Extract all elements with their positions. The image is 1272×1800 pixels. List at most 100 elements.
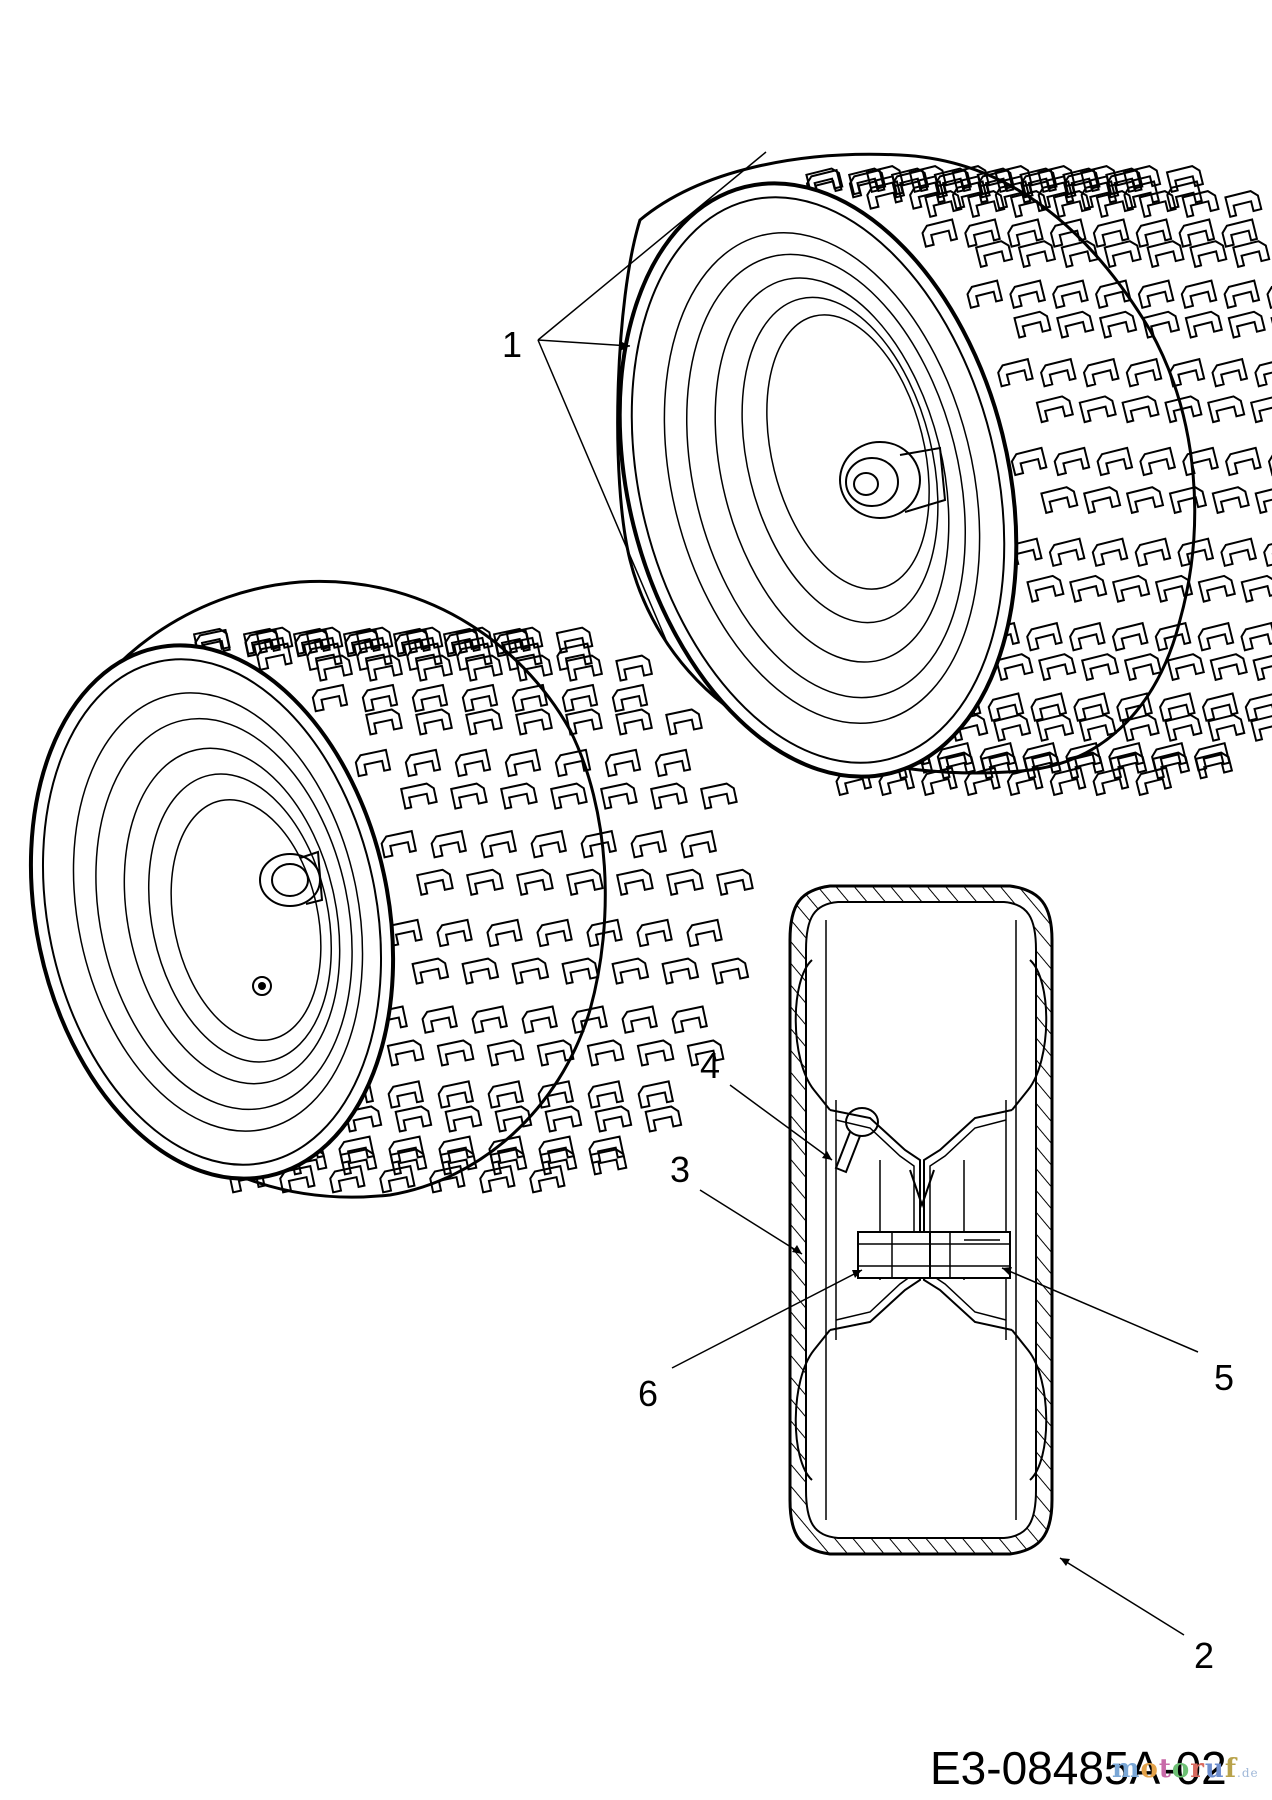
tread-lug [1069, 573, 1108, 603]
tread-lug [429, 830, 467, 859]
tread-lug [603, 748, 642, 778]
tread-lug [1110, 622, 1149, 652]
tread-lug [360, 684, 399, 713]
tread-lug [400, 781, 438, 810]
tread-lug [410, 684, 449, 713]
tread-lug [479, 830, 517, 859]
tread-lug [1136, 279, 1175, 309]
tread-lug [561, 956, 600, 985]
tread-lug [527, 1165, 566, 1194]
tread-lug [494, 1104, 533, 1133]
tread-lug [965, 279, 1003, 309]
hub-upper-right [840, 442, 945, 518]
callout-5-label: 5 [1214, 1357, 1234, 1398]
tread-lug [1067, 622, 1106, 652]
hub-assembly [858, 1232, 1010, 1278]
tread-lug [327, 1165, 366, 1194]
tread-lug [1218, 537, 1257, 567]
tread-lug [470, 1005, 508, 1034]
tread-lug [427, 1165, 466, 1194]
tread-lug [586, 1080, 624, 1109]
tread-lug [1040, 484, 1079, 514]
tread-lug [1052, 446, 1091, 477]
tread-lug [436, 1038, 475, 1067]
callout-6-label: 6 [638, 1373, 658, 1414]
tread-lug [1047, 537, 1086, 567]
tread-lug [1009, 446, 1048, 477]
callout-1-label: 1 [502, 324, 522, 365]
tread-lug [716, 867, 754, 896]
tread-lug [466, 867, 504, 896]
leader-6 [672, 1270, 862, 1368]
leader-1 [538, 152, 766, 640]
tread-lug [1026, 573, 1065, 603]
tread-lug [550, 781, 588, 810]
hub-middle-left [253, 852, 322, 995]
tread-lug [635, 918, 673, 948]
tread-lug [1095, 446, 1134, 477]
watermark-letter: r [1190, 1754, 1205, 1784]
tread-lug [435, 918, 473, 948]
tread-lug [1250, 393, 1272, 424]
tread-lug [1224, 188, 1263, 218]
tread-lug [1210, 358, 1248, 388]
leader-2 [1060, 1558, 1184, 1635]
tread-lug [1152, 750, 1190, 780]
tread-lug [1081, 651, 1120, 681]
watermark-letter: m [1112, 1754, 1141, 1784]
tread-lug [1166, 651, 1205, 681]
tread-lug [415, 707, 453, 736]
tread-lug [1099, 309, 1138, 339]
tread-lug [1137, 446, 1176, 477]
tread-lug [1169, 484, 1207, 514]
watermark-letter: o [1171, 1754, 1191, 1784]
watermark-letter: t [1158, 1754, 1172, 1784]
tread-lug [620, 1005, 658, 1034]
tread-lug [1197, 573, 1236, 603]
tread-lug [986, 692, 1025, 722]
tread-lug [460, 684, 499, 713]
tread-lug [661, 956, 700, 985]
tread-lug [529, 830, 567, 859]
tread-lug [1050, 279, 1089, 309]
tread-lug [485, 918, 523, 948]
leader-3 [700, 1190, 802, 1254]
tread-lug [365, 707, 403, 736]
tread-lug [600, 781, 638, 810]
tread-lug [1211, 484, 1250, 514]
tread-lug [670, 1005, 708, 1034]
tread-lug [461, 956, 500, 985]
tread-lug [465, 707, 503, 736]
tread-lug [560, 684, 599, 713]
callout-3-label: 3 [670, 1149, 690, 1190]
tread-lug [511, 956, 550, 985]
watermark-letter: o [1140, 1754, 1159, 1784]
tread-lug [920, 218, 958, 248]
leader-5 [1002, 1267, 1198, 1352]
tread-lug [1035, 393, 1074, 424]
tread-lug [416, 867, 454, 896]
tread-lug [403, 748, 442, 778]
tread-lug [615, 707, 653, 736]
drawing-id: E3-08485A-02 [930, 1742, 1227, 1794]
tread-lug [579, 830, 617, 859]
tread-lug [1252, 651, 1272, 681]
tread-lug [1240, 573, 1272, 603]
wheel-upper-right [561, 141, 1272, 796]
tread-lug [544, 1104, 583, 1133]
tread-lug [1261, 537, 1272, 567]
tread-lug [486, 1038, 525, 1067]
tread-lug [1133, 537, 1172, 567]
tread-lug [1157, 692, 1196, 722]
watermark-letter: f [1224, 1754, 1238, 1784]
valve-stem [836, 1108, 878, 1172]
tread-lug [616, 867, 654, 896]
tread-lug [644, 1104, 683, 1133]
tread-lug [377, 1165, 416, 1194]
tread-lug [1184, 309, 1223, 339]
tread-lug [1227, 309, 1266, 339]
tread-lug [477, 1165, 516, 1194]
tread-lug [1090, 537, 1129, 567]
tread-lug [650, 781, 688, 810]
